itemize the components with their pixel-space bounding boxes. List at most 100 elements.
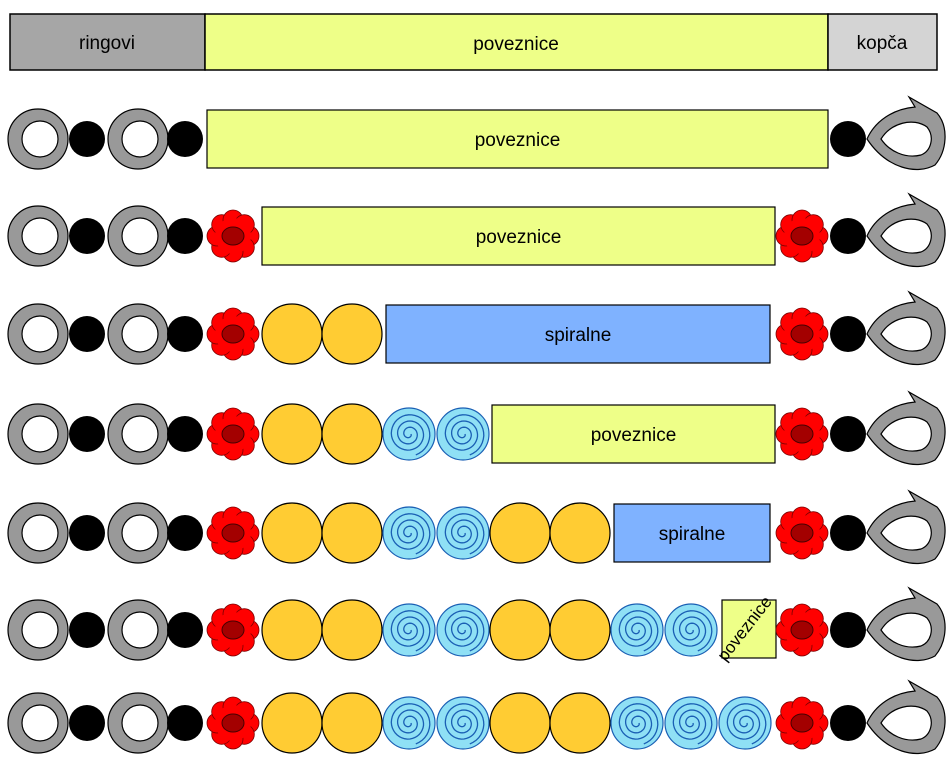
flower-center	[221, 523, 245, 543]
clasp	[866, 192, 946, 268]
ring-hole	[121, 217, 159, 255]
black-bead	[69, 705, 105, 741]
black-bead	[167, 515, 203, 551]
spiral-bead	[436, 696, 490, 750]
necklace-row: poveznice	[7, 390, 946, 466]
black-bead	[830, 218, 866, 254]
flower-bead	[775, 307, 829, 361]
spiral-line	[444, 703, 485, 745]
yellow-bead	[261, 599, 323, 661]
header-ringovi-box	[9, 13, 206, 71]
spiral-bead	[382, 603, 436, 657]
flower-bead	[775, 407, 829, 461]
flower-center	[790, 523, 814, 543]
clasp	[866, 95, 946, 171]
link-box-rect	[491, 404, 776, 464]
ring	[7, 303, 69, 365]
black-bead	[69, 612, 105, 648]
link-box-label: poveznice	[591, 425, 677, 446]
necklace-row	[7, 679, 946, 755]
spiral-bead	[436, 407, 490, 461]
header-poveznice-label: poveznice	[473, 34, 559, 55]
ring-hole	[21, 315, 59, 353]
clasp	[866, 586, 946, 662]
spiral-line	[390, 703, 431, 745]
spiral-box-rect	[385, 304, 771, 364]
black-bead	[830, 416, 866, 452]
yellow-bead	[261, 502, 323, 564]
spiral-line	[618, 703, 659, 745]
clasp-hole	[880, 612, 932, 648]
yellow-bead	[321, 692, 383, 754]
flower-bead	[206, 209, 260, 263]
flower-center	[221, 620, 245, 640]
yellow-bead	[489, 692, 551, 754]
ring	[107, 108, 169, 170]
black-bead	[69, 515, 105, 551]
ring-hole	[121, 704, 159, 742]
flower-bead	[775, 209, 829, 263]
spiral-bead	[382, 696, 436, 750]
clasp-hole	[880, 316, 932, 352]
clasp-hole	[880, 218, 932, 254]
spiral-bead	[718, 696, 772, 750]
ring-hole	[121, 415, 159, 453]
header-bar: ringovi poveznice kopča	[9, 13, 938, 71]
ring	[7, 403, 69, 465]
link-box-label: poveznice	[476, 227, 562, 248]
flower-center	[790, 620, 814, 640]
black-bead	[69, 218, 105, 254]
header-kopca-label: kopča	[857, 33, 908, 54]
ring	[7, 108, 69, 170]
black-bead	[830, 705, 866, 741]
spiral-line	[444, 610, 485, 652]
black-bead	[830, 612, 866, 648]
header-poveznice-box	[204, 13, 829, 71]
clasp	[866, 390, 946, 466]
spiral-box-label: spiralne	[545, 325, 612, 346]
necklace-rows: poveznice poveznice spiralne poveznice spira…	[7, 95, 946, 755]
ring-hole	[21, 514, 59, 552]
yellow-bead	[549, 502, 611, 564]
spiral-bead	[610, 603, 664, 657]
ring-hole	[121, 611, 159, 649]
link-box-label: poveznice	[475, 130, 561, 151]
spiral-line	[672, 610, 713, 652]
ring-hole	[21, 611, 59, 649]
flower-bead	[775, 506, 829, 560]
clasp	[866, 290, 946, 366]
flower-bead	[775, 603, 829, 657]
black-bead	[69, 121, 105, 157]
ring	[7, 692, 69, 754]
ring-hole	[121, 120, 159, 158]
necklace-row: poveznice	[7, 586, 946, 665]
spiral-box-rect	[613, 503, 771, 563]
necklace-row: spiralne	[7, 290, 946, 366]
black-bead	[69, 316, 105, 352]
ring-hole	[121, 315, 159, 353]
link-box: poveznice	[491, 404, 776, 464]
spiral-bead	[610, 696, 664, 750]
flower-bead	[775, 696, 829, 750]
ring	[107, 502, 169, 564]
clasp-hole	[880, 121, 932, 157]
ring	[7, 205, 69, 267]
flower-center	[221, 713, 245, 733]
flower-bead	[206, 603, 260, 657]
spiral-bead	[382, 506, 436, 560]
small-link-rect	[721, 599, 777, 659]
spiral-bead	[382, 407, 436, 461]
yellow-bead	[489, 599, 551, 661]
black-bead	[167, 612, 203, 648]
ring	[107, 599, 169, 661]
black-bead	[167, 316, 203, 352]
yellow-bead	[549, 599, 611, 661]
clasp-hole	[880, 416, 932, 452]
spiral-box: spiralne	[613, 503, 771, 563]
spiral-line	[444, 513, 485, 555]
ring	[107, 303, 169, 365]
spiral-line	[618, 610, 659, 652]
flower-bead	[206, 407, 260, 461]
black-bead	[167, 121, 203, 157]
black-bead	[830, 121, 866, 157]
